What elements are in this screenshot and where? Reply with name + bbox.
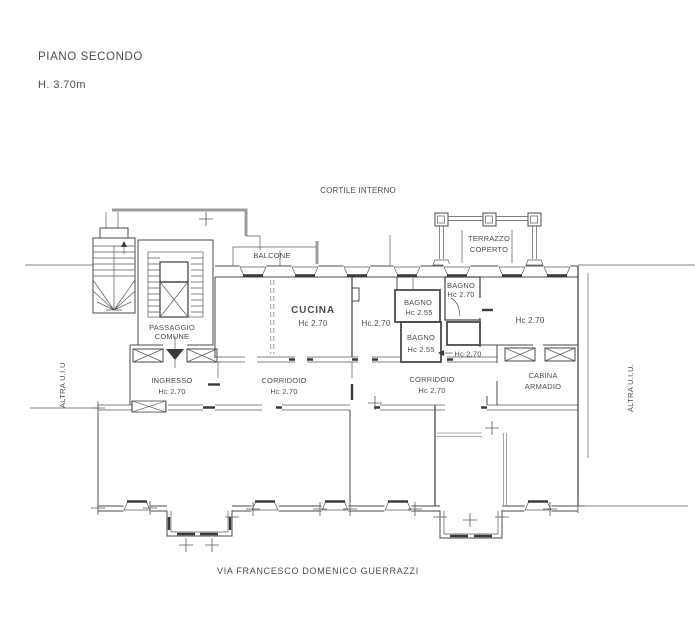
corridoio-1: CORRIDOIO Hc 2.70 bbox=[261, 376, 306, 396]
corridoio2-height: Hc 2.70 bbox=[418, 386, 445, 395]
ingresso: INGRESSO Hc 2.70 bbox=[132, 348, 218, 396]
terrazzo-label-2: COPERTO bbox=[470, 245, 508, 254]
terrazzo-label-1: TERRAZZO bbox=[468, 234, 510, 243]
street-label: VIA FRANCESCO DOMENICO GUERRAZZI bbox=[217, 566, 419, 576]
bay-window-2 bbox=[439, 511, 503, 539]
kitchen-room: CUCINA Hc 2.70 bbox=[270, 277, 360, 357]
stair-steps bbox=[92, 241, 136, 311]
context-walls bbox=[25, 208, 695, 507]
antibagno: Hc 2.70 bbox=[438, 350, 481, 359]
ingresso-label: INGRESSO bbox=[151, 376, 192, 385]
corridoio2-label: CORRIDOIO bbox=[409, 375, 454, 384]
altra-uiu-right-label: ALTRA U.I.U. bbox=[626, 364, 635, 412]
elevator bbox=[159, 261, 189, 318]
cortile-label: CORTILE INTERNO bbox=[320, 186, 396, 195]
ingresso-height: Hc 2.70 bbox=[158, 387, 185, 396]
bottom-rooms bbox=[98, 396, 578, 512]
dimension-marks bbox=[91, 212, 585, 552]
bathroom-cluster: BAGNO Hc 2.55 BAGNO Hc 2.70 BAGNO Hc 2.5… bbox=[394, 276, 493, 363]
balcone-label: BALCONE bbox=[253, 251, 290, 260]
stair-wrap-steps bbox=[148, 257, 203, 313]
right-room: Hc 2.70 bbox=[480, 316, 578, 405]
altra-uiu-left-label: ALTRA U.I.U bbox=[58, 362, 67, 408]
cabina-label-2: ARMADIO bbox=[525, 382, 561, 391]
antibagno-height: Hc 2.70 bbox=[454, 350, 481, 359]
terrace-covered: TERRAZZO COPERTO bbox=[389, 212, 544, 266]
passaggio-label-1: PASSAGGIO bbox=[149, 323, 195, 332]
floor-height: H. 3.70m bbox=[38, 79, 86, 91]
bottom-wall-windows bbox=[122, 499, 553, 513]
bagno-right-height: Hc 2.70 bbox=[447, 290, 474, 299]
corridoio-2: CORRIDOIO Hc 2.70 bbox=[409, 375, 454, 395]
bagno-bottom-height: Hc 2.55 bbox=[407, 345, 434, 354]
antibagno-arrow bbox=[438, 350, 444, 356]
right-room-height: Hc 2.70 bbox=[516, 316, 545, 325]
bagno-top-label: BAGNO bbox=[404, 298, 432, 307]
corridoio1-label: CORRIDOIO bbox=[261, 376, 306, 385]
center-room: Hc.2.70 bbox=[362, 277, 398, 328]
center-room-height: Hc.2.70 bbox=[362, 319, 391, 328]
corridoio1-height: Hc 2.70 bbox=[270, 387, 297, 396]
passaggio-label-2: COMUNE bbox=[155, 332, 190, 341]
cabina-armadio: CABINA ARMADIO bbox=[504, 347, 576, 391]
bagno-top-height: Hc 2.55 bbox=[405, 308, 432, 317]
cucina-label: CUCINA bbox=[291, 305, 335, 316]
cabina-label-1: CABINA bbox=[528, 371, 557, 380]
bagno-right-label: BAGNO bbox=[447, 281, 475, 290]
glass-partition bbox=[437, 432, 508, 505]
kitchen-glass-wall bbox=[270, 280, 275, 354]
top-wall-windows bbox=[238, 264, 572, 278]
corridor-walls bbox=[98, 356, 578, 411]
bagno-bottom-label: BAGNO bbox=[407, 333, 435, 342]
staircase-block: PASSAGGIO COMUNE bbox=[92, 212, 214, 368]
bay-window-1 bbox=[166, 511, 233, 537]
terrace-pillar bbox=[434, 212, 542, 227]
entry-arrow bbox=[166, 349, 184, 360]
cucina-height: Hc 2.70 bbox=[299, 319, 328, 328]
stair-up-arrow bbox=[121, 241, 127, 247]
balcony: BALCONE bbox=[232, 241, 319, 268]
page-title: PIANO SECONDO bbox=[38, 51, 143, 63]
